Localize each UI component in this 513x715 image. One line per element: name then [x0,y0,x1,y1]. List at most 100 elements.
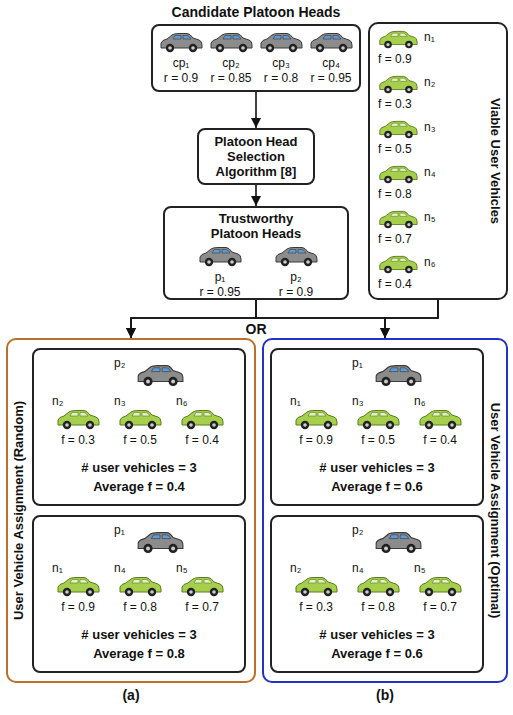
node-text: n₁ [290,394,301,409]
user-car-icon [378,165,418,185]
node-text: p₂ [114,356,125,371]
node-text: n₆ [414,394,426,409]
user-car-icon [118,409,162,431]
node-text: n₆ [176,394,188,409]
vehicle: p₂ [112,356,192,392]
vehicle: n₆ f = 0.4 [410,394,470,454]
vehicle: n₅f = 0.7 [172,561,232,621]
node-text: f = 0.4 [172,433,232,448]
node-text: f = 0.3 [286,600,346,615]
node-text: n₄ [352,561,364,576]
node-text: n₆ [424,255,436,270]
user-car-icon [378,210,418,230]
node-text: # user vehicles = 3 [272,627,482,642]
vehicle: cp₂r = 0.85 [206,28,256,90]
node-text: f = 0.8 [378,187,412,202]
head-car-icon [136,364,184,388]
vehicle: n₃ f = 0.5 [348,394,408,454]
node-text: r = 0.8 [250,71,312,86]
node-text: f = 0.7 [378,232,412,247]
group-box: # user vehicles = 3Average f = 0.6p₂n₂f … [270,515,484,673]
group-box: # user vehicles = 3Average f = 0.6p₁n₁f … [270,348,484,506]
node-text: n₅ [176,561,188,576]
vehicle: n₂f = 0.3 [378,75,460,115]
vehicle: p₁ [350,356,430,392]
node-text: # user vehicles = 3 [34,460,244,475]
vehicle: cp₄r = 0.95 [306,28,356,90]
node-text: r = 0.95 [189,285,251,300]
vehicle: n₁f = 0.9 [378,30,460,70]
node-text: f = 0.8 [110,600,170,615]
head-car-icon [159,32,203,54]
node-text: p₁ [114,523,125,538]
node-text: n₃ [352,394,364,409]
user-car-icon [378,120,418,140]
vehicle: cp₃r = 0.8 [256,28,306,90]
vehicle: p₁r = 0.95 [195,242,245,296]
node-text: User Vehicle Assignment (Random) [10,340,28,681]
node-text: f = 0.3 [378,97,412,112]
vehicle: cp₁r = 0.9 [156,28,206,90]
node-text: Trustworthy Platoon Heads [195,211,317,241]
node-text: cp₁ [156,56,206,71]
vehicle: n₅f = 0.7 [378,210,460,250]
vehicle: n₄f = 0.8 [348,561,408,621]
process-box: User Vehicle Assignment (Optimal) # user … [262,338,508,683]
vehicle: n₄f = 0.8 [378,165,460,205]
user-car-icon [294,576,338,598]
node-text: # user vehicles = 3 [272,460,482,475]
vehicle: n₁ f = 0.9 [48,561,108,621]
node-text: f = 0.4 [378,277,412,292]
head-car-icon [209,32,253,54]
process-box: Viable User Vehiclesn₁f = 0.9n₂f = 0.3n₃… [368,22,508,300]
node-text: f = 0.4 [410,433,470,448]
node-text: n₅ [414,561,426,576]
node-text: # user vehicles = 3 [34,627,244,642]
node-text: n₂ [52,394,63,409]
node-text: n₁ [52,561,63,576]
node-text: cp₄ [306,56,356,71]
vehicle: p₂ [350,523,430,559]
user-car-icon [118,576,162,598]
node-text: cp₃ [256,56,306,71]
user-car-icon [356,409,400,431]
user-car-icon [294,409,338,431]
node-text: f = 0.5 [110,433,170,448]
node-text: n₄ [114,561,126,576]
head-car-icon [198,246,242,268]
panel-label: (b) [355,688,415,703]
node-text: n₃ [114,394,126,409]
connector-arrow [255,185,257,206]
head-car-icon [274,246,318,268]
connector-arrow [131,300,438,338]
panel-label: (a) [101,688,161,703]
node-text: f = 0.5 [348,433,408,448]
group-box: # user vehicles = 3 Average f = 0.4 p₂ n₂ f … [32,348,246,506]
node-text: Candidate Platoon Heads [133,5,379,20]
node-text: r = 0.9 [265,285,327,300]
node-text: n₃ [424,120,436,135]
head-car-icon [374,531,422,555]
node-text: f = 0.5 [378,142,412,157]
node-text: p₂ [352,523,363,538]
vehicle: p₁ [112,523,192,559]
user-car-icon [56,409,100,431]
node-text: p₁ [352,356,363,371]
vehicle: n₃ f = 0.5 [378,120,460,160]
vehicle: n₆ f = 0.4 [378,255,460,295]
head-car-icon [136,531,184,555]
node-text: f = 0.7 [410,600,470,615]
node-text: r = 0.85 [200,71,262,86]
node-text: cp₂ [206,56,256,71]
node-text: User Vehicle Assignment (Optimal) [486,340,504,681]
head-car-icon [259,32,303,54]
node-text: f = 0.9 [48,600,108,615]
vehicle: n₄ f = 0.8 [110,561,170,621]
user-car-icon [418,576,462,598]
user-car-icon [56,576,100,598]
node-text: Average f = 0.6 [272,646,482,661]
or-label: OR [226,322,286,337]
user-car-icon [356,576,400,598]
node-text: Average f = 0.4 [34,479,244,494]
